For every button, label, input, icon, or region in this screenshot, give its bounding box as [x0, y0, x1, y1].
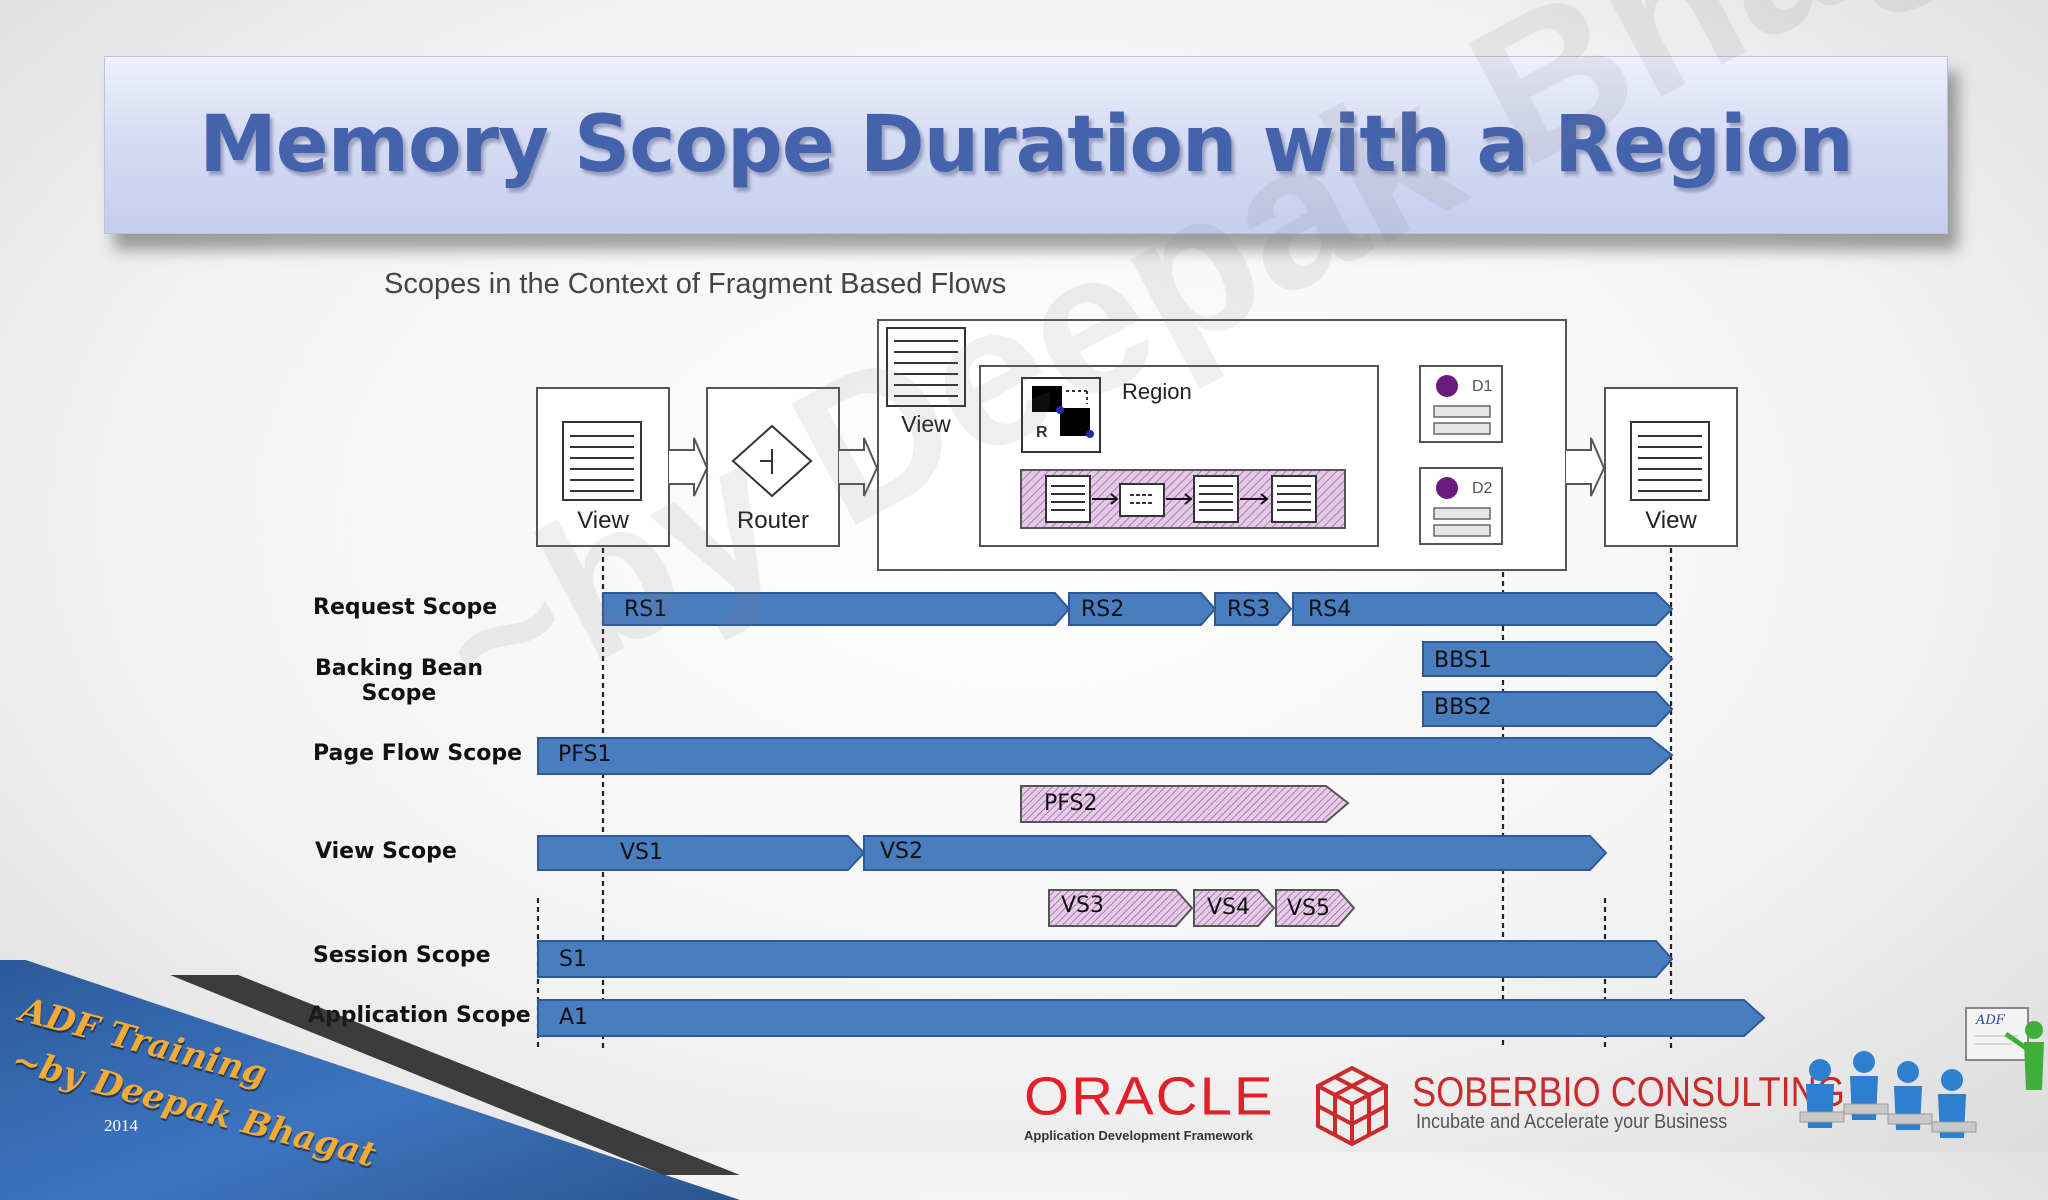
- dialog-d1: D1: [1420, 366, 1502, 442]
- region-box: R Region: [980, 366, 1378, 546]
- svg-text:RS1: RS1: [624, 597, 667, 622]
- bar-bbs1: BBS1: [1423, 642, 1672, 676]
- view-node-3: View: [1605, 388, 1737, 546]
- bar-pfs2: PFS2: [1021, 786, 1348, 822]
- bar-bbs2: BBS2: [1423, 692, 1672, 726]
- bar-rs3: RS3: [1215, 593, 1291, 625]
- bar-a1: A1: [538, 1000, 1764, 1036]
- svg-text:BBS2: BBS2: [1434, 695, 1492, 720]
- region-label: Region: [1122, 379, 1192, 404]
- view-label: View: [577, 507, 629, 534]
- router-label: Router: [737, 507, 809, 534]
- svg-text:S1: S1: [559, 947, 587, 972]
- bar-s1: S1: [538, 941, 1672, 977]
- svg-text:RS2: RS2: [1081, 597, 1124, 622]
- bar-rs4: RS4: [1293, 593, 1672, 625]
- oracle-logo: ORACLE Application Development Framework: [1024, 1068, 1284, 1142]
- board-text: ADF: [1975, 1013, 2006, 1028]
- svg-text:BBS1: BBS1: [1434, 648, 1492, 673]
- backing-bean-scope-label-line2: Scope: [362, 681, 437, 706]
- page-icon: [563, 422, 641, 500]
- svg-text:VS1: VS1: [620, 840, 663, 865]
- svg-text:RS3: RS3: [1227, 597, 1270, 622]
- dialog-d2: D2: [1420, 468, 1502, 544]
- router-node: Router: [707, 388, 839, 546]
- page-icon: [887, 328, 965, 406]
- view-node-2: View R Region: [878, 320, 1566, 570]
- view-label: View: [901, 411, 951, 437]
- page-flow-scope-label: Page Flow Scope: [313, 741, 522, 766]
- d1-label: D1: [1472, 378, 1493, 395]
- svg-text:PFS1: PFS1: [558, 742, 612, 767]
- flow-arrow-icon: [839, 438, 877, 496]
- bar-vs3: VS3: [1049, 890, 1192, 926]
- classroom-illustration: ADF: [1796, 1000, 2046, 1152]
- view-label: View: [1645, 507, 1697, 534]
- oracle-subtitle: Application Development Framework: [1024, 1128, 1284, 1143]
- bar-vs1: VS1: [538, 836, 864, 870]
- scope-diagram: Scopes in the Context of Fragment Based …: [0, 0, 2048, 1152]
- scope-bars: RS1 RS2 RS3 RS4 BBS1 BBS2 PFS1 PFS2: [538, 593, 1764, 1036]
- request-scope-label: Request Scope: [313, 595, 497, 620]
- view-scope-label: View Scope: [315, 839, 457, 864]
- svg-text:VS5: VS5: [1287, 896, 1330, 921]
- bar-rs2: RS2: [1069, 593, 1215, 625]
- bar-vs4: VS4: [1194, 890, 1274, 926]
- d2-label: D2: [1472, 480, 1493, 497]
- bar-vs5: VS5: [1276, 890, 1354, 926]
- soberbio-cube-icon: [1312, 1064, 1392, 1148]
- page-icon: [1631, 422, 1709, 500]
- flow-arrow-icon: [1566, 438, 1604, 496]
- svg-text:PFS2: PFS2: [1044, 791, 1098, 816]
- corner-year: 2014: [104, 1116, 138, 1136]
- region-icon-letter: R: [1036, 424, 1048, 441]
- bar-rs1: RS1: [603, 593, 1069, 625]
- diagram-caption: Scopes in the Context of Fragment Based …: [384, 268, 1006, 300]
- session-scope-label: Session Scope: [313, 943, 491, 968]
- bar-vs2: VS2: [864, 836, 1606, 870]
- page-icon: [1046, 476, 1090, 522]
- page-icon: [1272, 476, 1316, 522]
- view-node-1: View: [537, 388, 669, 546]
- page-icon: [1194, 476, 1238, 522]
- oracle-wordmark: ORACLE: [1024, 1070, 1284, 1123]
- soberbio-tagline: Incubate and Accelerate your Business: [1416, 1111, 1727, 1134]
- svg-text:VS3: VS3: [1061, 893, 1104, 918]
- svg-text:A1: A1: [559, 1005, 588, 1030]
- backing-bean-scope-label: Backing Bean: [315, 656, 483, 681]
- svg-text:RS4: RS4: [1308, 597, 1351, 622]
- region-flow-strip: [1021, 470, 1345, 528]
- soberbio-name: SOBERBIO CONSULTING: [1412, 1068, 1845, 1116]
- bar-pfs1: PFS1: [538, 738, 1672, 774]
- router-icon: [1120, 484, 1164, 516]
- svg-text:VS2: VS2: [880, 839, 923, 864]
- flow-arrow-icon: [669, 438, 707, 496]
- svg-text:VS4: VS4: [1207, 895, 1250, 920]
